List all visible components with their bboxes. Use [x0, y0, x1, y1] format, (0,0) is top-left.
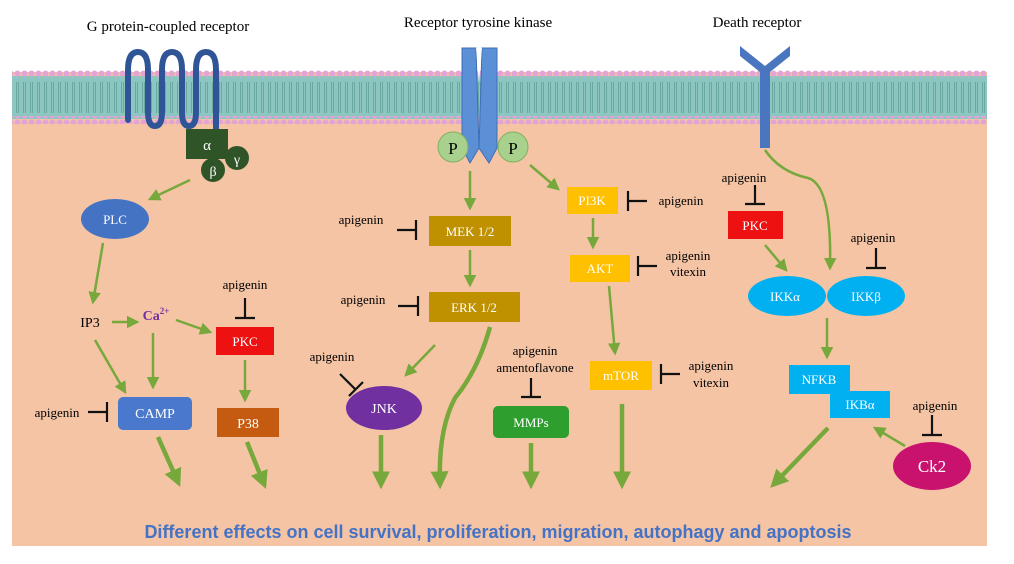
- gpcr-title: G protein-coupled receptor: [87, 19, 249, 35]
- node-camp-label: CAMP: [135, 407, 175, 422]
- node-mek-label: MEK 1/2: [446, 224, 495, 239]
- node-ikkb: [827, 276, 905, 316]
- outcome-arrow-camp: [155, 436, 182, 487]
- inhibitor-jnk: apigenin: [310, 349, 355, 364]
- node-ck2-label: Ck2: [918, 457, 946, 476]
- death-receptor-title: Death receptor: [713, 15, 802, 31]
- node-calcium-charge: 2+: [160, 306, 170, 316]
- node-ikba-label: IKBα: [845, 397, 874, 412]
- g-protein: α γ β: [186, 129, 249, 182]
- node-mek: [429, 216, 511, 246]
- cell-membrane: [12, 70, 987, 124]
- arrow-p-pi3k: [529, 164, 560, 191]
- inhibitor-mmps-1: apigenin: [513, 343, 558, 358]
- node-pkc-right-label: PKC: [742, 218, 767, 233]
- inhibitor-erk: apigenin: [341, 292, 386, 307]
- node-pkc-right: [728, 211, 783, 239]
- outcome-arrow-nfkb: [770, 426, 830, 488]
- inhibitor-mtor-1: apigenin: [689, 358, 734, 373]
- arrow-death-ikkb: [763, 149, 837, 271]
- g-beta-label: β: [209, 165, 216, 180]
- arrow-ip3-camp: [93, 339, 127, 395]
- node-pi3k-label: PI3K: [578, 193, 606, 208]
- node-calcium-base: Ca: [143, 309, 160, 324]
- g-gamma-subunit: [225, 146, 249, 170]
- node-mtor: [590, 361, 652, 390]
- node-jnk: [346, 386, 422, 430]
- node-jnk-label: JNK: [371, 402, 397, 417]
- arrow-plc-ip3: [88, 242, 105, 305]
- node-mmps: [493, 406, 569, 438]
- phospho-left: [437, 131, 469, 163]
- node-ikkb-label: IKKβ: [851, 289, 881, 304]
- node-pi3k: [567, 187, 618, 214]
- phospho-left-label: P: [448, 139, 457, 158]
- inhibitor-mmps-2: amentoflavone: [496, 360, 573, 375]
- node-akt-label: AKT: [587, 261, 614, 276]
- inhibitor-labels: apigenin apigenin apigenin apigenin apig…: [35, 170, 958, 420]
- node-mmps-label: MMPs: [513, 415, 548, 430]
- g-beta-subunit: [201, 158, 225, 182]
- outcome-statement: Different effects on cell survival, prol…: [144, 522, 851, 542]
- node-erk-label: ERK 1/2: [451, 300, 497, 315]
- node-ikka-label: IKKα: [770, 289, 800, 304]
- node-camp: [118, 397, 192, 430]
- death-receptor: [740, 46, 790, 148]
- outcome-arrows: [155, 326, 830, 490]
- inhibitor-pkc-right: apigenin: [722, 170, 767, 185]
- node-pkc-left: [216, 327, 274, 355]
- node-ck2: [893, 442, 971, 490]
- node-ikba: [830, 391, 890, 418]
- inhibitor-mtor-2: vitexin: [693, 375, 730, 390]
- node-ikka: [748, 276, 826, 316]
- inhibitor-camp: apigenin: [35, 405, 80, 420]
- phospho-right: [497, 131, 529, 163]
- inhibitor-pkc-left: apigenin: [223, 277, 268, 292]
- node-akt: [570, 255, 630, 282]
- arrow-pkc-ikka: [764, 244, 788, 272]
- inhibit-jnk: [339, 373, 357, 391]
- node-plc-label: PLC: [103, 212, 127, 227]
- g-gamma-label: γ: [233, 153, 240, 168]
- g-alpha-subunit: [186, 129, 228, 159]
- node-p38: [217, 408, 279, 437]
- inhibitor-ikkb: apigenin: [851, 230, 896, 245]
- arrow-ck2-ikba: [872, 426, 906, 448]
- outcome-arrow-erk: [430, 326, 493, 490]
- rtk-receptor: [461, 47, 498, 165]
- arrow-gprotein-plc: [147, 178, 191, 201]
- outcome-arrow-p38: [244, 441, 268, 490]
- gpcr-receptor: [125, 48, 219, 131]
- phospho-right-label: P: [508, 139, 517, 158]
- inhibition-symbols: [88, 185, 942, 437]
- arrow-erk-jnk: [404, 344, 436, 377]
- arrow-calcium-pkc: [175, 318, 213, 335]
- inhibitor-pi3k: apigenin: [659, 193, 704, 208]
- node-ip3: IP3: [80, 316, 99, 331]
- arrow-akt-mtor: [607, 285, 621, 356]
- node-calcium: Ca2+: [143, 306, 170, 324]
- inhibitor-ck2: apigenin: [913, 398, 958, 413]
- node-p38-label: P38: [237, 417, 259, 432]
- inhibitor-akt-2: vitexin: [670, 264, 707, 279]
- node-plc: [81, 199, 149, 239]
- inhibitor-akt-1: apigenin: [666, 248, 711, 263]
- node-mtor-label: mTOR: [603, 368, 639, 383]
- node-pkc-left-label: PKC: [232, 334, 257, 349]
- rtk-title: Receptor tyrosine kinase: [404, 15, 553, 31]
- node-erk: [429, 292, 520, 322]
- g-alpha-label: α: [203, 138, 211, 154]
- inhibitor-mek: apigenin: [339, 212, 384, 227]
- node-nfkb: [789, 365, 850, 394]
- node-nfkb-label: NFKB: [802, 372, 837, 387]
- activation-arrows: [88, 149, 906, 448]
